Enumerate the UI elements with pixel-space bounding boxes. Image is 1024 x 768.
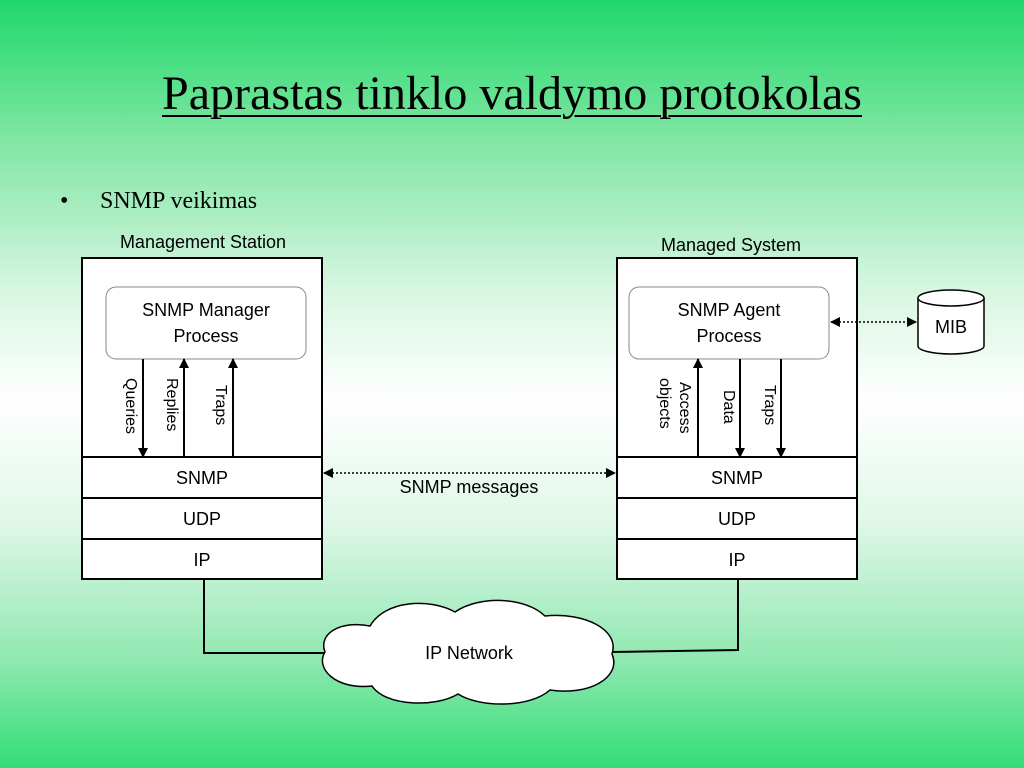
manager-network-link [203, 579, 330, 654]
agent-traps-label: Traps [761, 385, 778, 425]
manager-process-label-2: Process [173, 326, 238, 346]
agent-ip-layer: IP [728, 550, 745, 570]
agent-snmp-layer: SNMP [711, 468, 763, 488]
manager-process-label-1: SNMP Manager [142, 300, 270, 320]
data-label: Data [720, 390, 737, 424]
bullet-item: • SNMP veikimas [60, 188, 257, 215]
snmp-manager-process [105, 286, 307, 360]
agent-process-label-1: SNMP Agent [678, 300, 781, 320]
bullet-dot: • [60, 188, 69, 214]
mib-label: MIB [935, 317, 967, 337]
ip-network-label: IP Network [425, 643, 514, 663]
slide-title: Paprastas tinklo valdymo protokolas [162, 67, 862, 120]
manager-traps-label: Traps [212, 385, 229, 425]
mib-cylinder [917, 289, 985, 355]
agent-process-label-2: Process [696, 326, 761, 346]
manager-udp-layer: UDP [183, 509, 221, 529]
replies-label: Replies [163, 378, 180, 431]
snmp-agent-process [628, 286, 830, 360]
ip-network-cloud [321, 599, 615, 705]
snmp-messages-label: SNMP messages [400, 477, 539, 497]
agent-udp-layer: UDP [718, 509, 756, 529]
access-objects-label-2: objects [656, 378, 673, 429]
access-objects-label-1: Access [676, 382, 693, 434]
manager-snmp-layer: SNMP [176, 468, 228, 488]
management-station-caption: Management Station [120, 232, 286, 252]
managed-system-caption: Managed System [661, 235, 801, 255]
queries-label: Queries [122, 378, 139, 434]
bullet-text: SNMP veikimas [100, 188, 258, 214]
manager-ip-layer: IP [193, 550, 210, 570]
agent-network-link [611, 579, 739, 653]
